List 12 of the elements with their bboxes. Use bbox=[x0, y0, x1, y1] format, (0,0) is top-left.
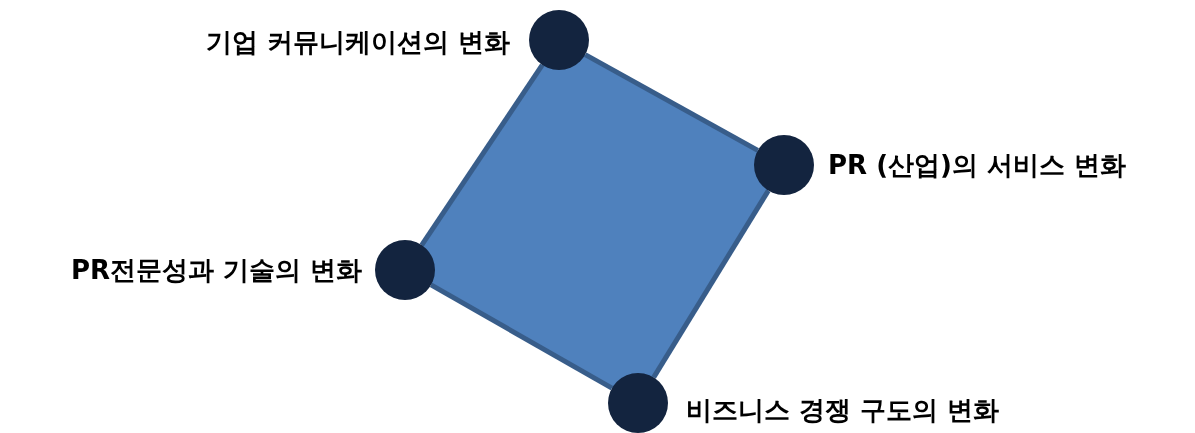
corner-dot bbox=[529, 10, 589, 70]
corner-dot bbox=[375, 240, 435, 300]
connector-line bbox=[651, 189, 771, 379]
connector-line bbox=[429, 282, 614, 391]
corner-label: PR전문성과 기술의 변화 bbox=[71, 254, 363, 286]
connector-line bbox=[419, 63, 545, 247]
connector-line bbox=[584, 52, 759, 153]
corner-label: 비즈니스 경쟁 구도의 변화 bbox=[686, 394, 1000, 426]
corner-dot bbox=[754, 135, 814, 195]
corner-label: 기업 커뮤니케이션의 변화 bbox=[206, 26, 511, 58]
corner-dot bbox=[608, 373, 668, 433]
corner-label: PR (산업)의 서비스 변화 bbox=[828, 149, 1126, 181]
